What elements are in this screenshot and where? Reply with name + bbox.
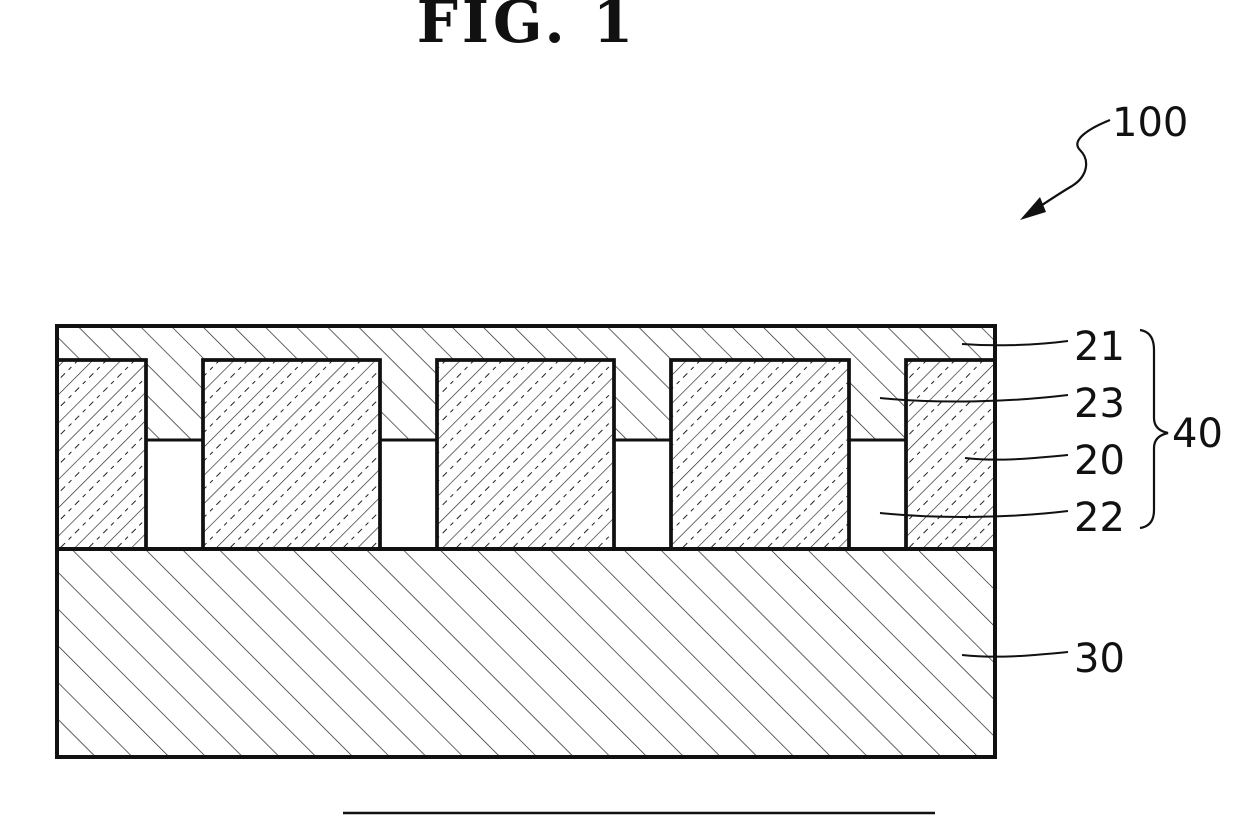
label-30: 30	[1074, 636, 1125, 682]
gap-22-c	[614, 440, 671, 549]
gap-22-d	[849, 440, 906, 549]
label-20: 20	[1074, 438, 1125, 484]
label-100: 100	[1112, 100, 1188, 146]
figure-title: FIG. 1	[417, 0, 638, 56]
arrowhead-100	[1020, 197, 1046, 220]
label-23: 23	[1074, 381, 1125, 427]
gap-22-b	[380, 440, 437, 549]
label-21: 21	[1074, 324, 1125, 370]
leader-arrow-100	[1030, 120, 1110, 213]
label-40: 40	[1172, 411, 1223, 457]
brace-40	[1140, 330, 1168, 528]
substrate-30	[57, 549, 995, 757]
gap-22-a	[146, 440, 203, 549]
label-22: 22	[1074, 495, 1125, 541]
